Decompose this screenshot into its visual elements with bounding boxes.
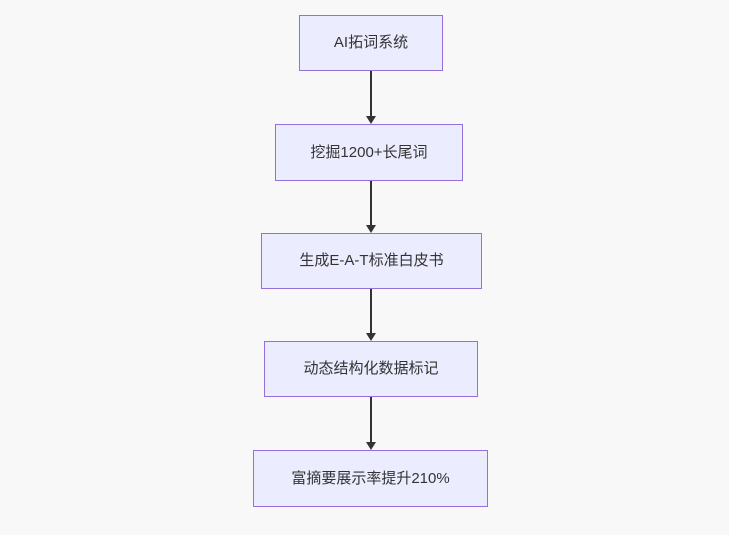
flow-node-structured-data-markup: 动态结构化数据标记 bbox=[264, 341, 478, 397]
arrow-down-icon bbox=[365, 289, 377, 341]
flow-node-eat-whitepaper: 生成E-A-T标准白皮书 bbox=[261, 233, 482, 289]
arrow-down-icon bbox=[365, 397, 377, 450]
flow-node-label: 动态结构化数据标记 bbox=[303, 360, 439, 377]
arrow-down-icon bbox=[365, 181, 377, 233]
flow-node-label: 生成E-A-T标准白皮书 bbox=[299, 252, 444, 269]
flow-node-rich-snippet-result: 富摘要展示率提升210% bbox=[253, 450, 488, 507]
flow-node-label: AI拓词系统 bbox=[333, 34, 409, 51]
flow-node-label: 富摘要展示率提升210% bbox=[291, 469, 450, 487]
flow-node-longtail-keywords: 挖掘1200+长尾词 bbox=[275, 124, 463, 181]
arrow-down-icon bbox=[365, 71, 377, 124]
flow-node-ai-word-expansion: AI拓词系统 bbox=[299, 15, 443, 71]
flow-node-label: 挖掘1200+长尾词 bbox=[310, 143, 428, 161]
